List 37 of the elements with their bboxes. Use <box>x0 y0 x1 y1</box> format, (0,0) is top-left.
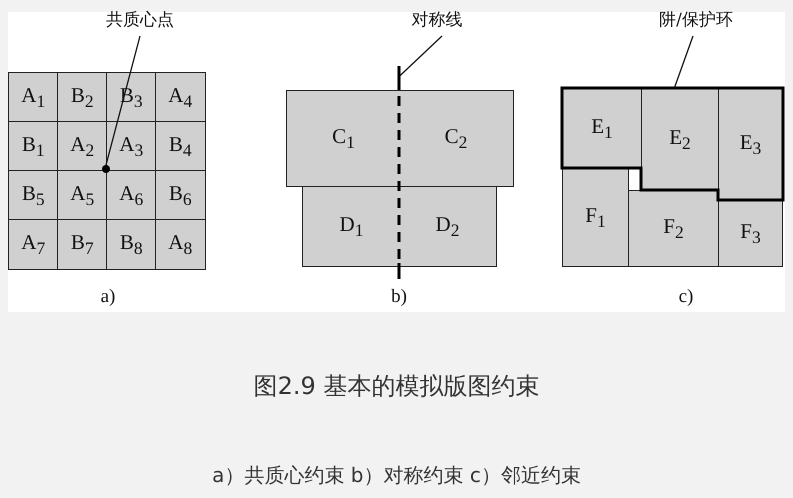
device-cell: C$_{2}$ <box>399 90 514 187</box>
guard-ring-outline <box>561 87 784 201</box>
device-cell: D$_{1}$ <box>302 186 400 267</box>
device-cell: F$_{1}$ <box>562 168 629 267</box>
device-cell: B$_{7}$ <box>57 219 108 270</box>
device-cell: A$_{6}$ <box>106 170 156 220</box>
panel-label: c) <box>678 286 694 308</box>
callout-label: 共质心点 <box>100 8 180 34</box>
device-cell: A$_{8}$ <box>155 219 206 270</box>
device-cell: E$_{2}$ <box>641 88 719 191</box>
device-cell: E$_{1}$ <box>562 88 642 169</box>
leader-line <box>105 36 141 166</box>
callout-label: 对称线 <box>405 8 469 34</box>
device-cell: A$_{7}$ <box>8 219 58 270</box>
device-cell: B$_{5}$ <box>8 170 58 220</box>
device-cell: B$_{2}$ <box>57 72 108 122</box>
device-cell: B$_{1}$ <box>8 121 58 172</box>
panel-label: b) <box>390 286 408 308</box>
device-cell: B$_{6}$ <box>155 170 206 220</box>
leader-line <box>674 36 694 88</box>
device-cell: D$_{2}$ <box>399 186 497 267</box>
figure-caption: a）共质心约束 b）对称约束 c）邻近约束 <box>212 463 581 487</box>
device-cell: E$_{3}$ <box>718 88 783 201</box>
device-cell: A$_{1}$ <box>8 72 58 122</box>
device-cell: A$_{4}$ <box>155 72 206 122</box>
leader-line <box>398 36 442 78</box>
device-cell: B$_{8}$ <box>106 219 156 270</box>
callout-label: 阱/保护环 <box>648 8 744 34</box>
device-cell: A$_{5}$ <box>57 170 108 220</box>
device-cell: F$_{3}$ <box>718 200 783 267</box>
device-cell: B$_{4}$ <box>155 121 206 172</box>
device-cell: F$_{2}$ <box>628 190 719 267</box>
device-cell: C$_{1}$ <box>286 90 400 187</box>
figure-title: 图2.9 基本的模拟版图约束 <box>254 372 540 400</box>
device-cell: A$_{2}$ <box>57 121 108 172</box>
symmetry-line <box>396 66 402 279</box>
panel-label: a) <box>100 286 116 308</box>
